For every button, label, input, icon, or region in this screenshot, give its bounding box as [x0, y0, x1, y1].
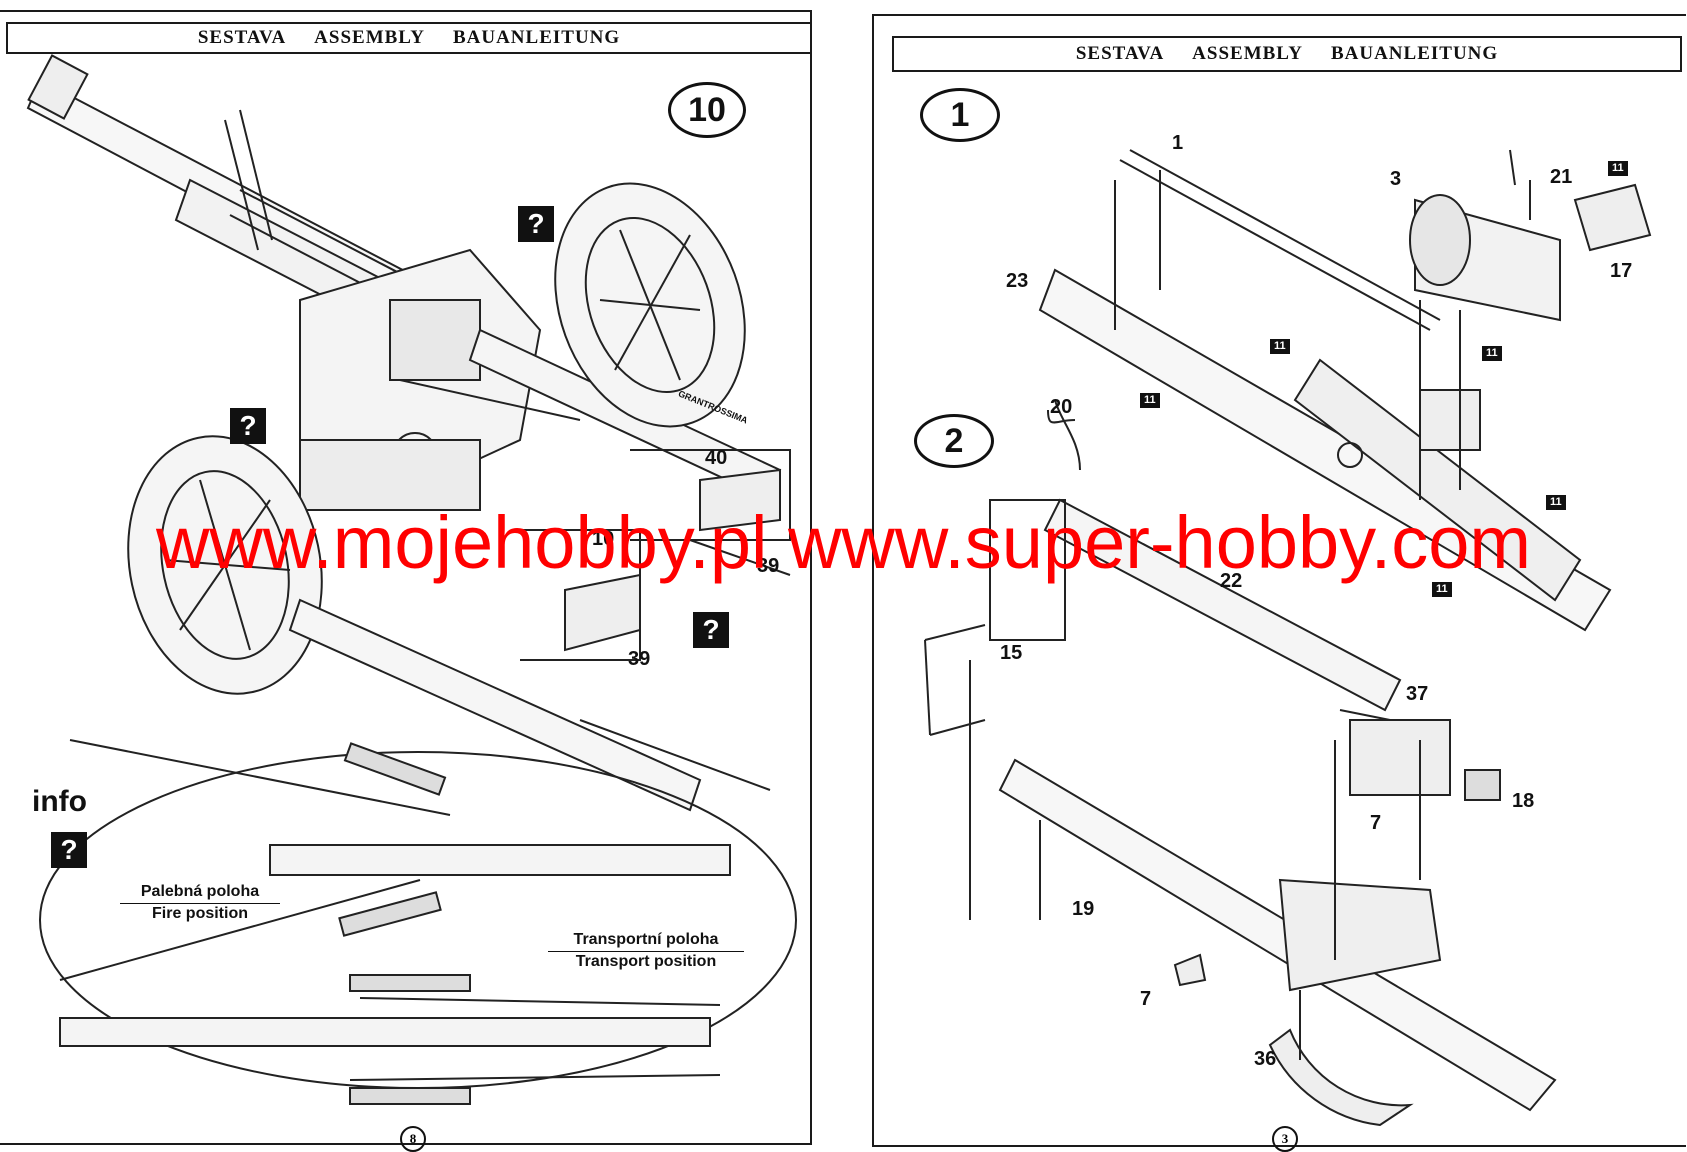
part-19-label: 19 [1072, 898, 1095, 920]
header-bauanleitung-right: BAUANLEITUNG [1330, 43, 1499, 64]
left-page-number: 8 [400, 1126, 426, 1152]
badge-11-d: 11 [1140, 393, 1160, 408]
trail-drawing [288, 598, 771, 812]
header-assembly: ASSEMBLY [314, 27, 425, 48]
right-page-number: 3 [1272, 1126, 1298, 1152]
transport-position-en: Transport position [575, 953, 717, 970]
question-icon-2: ? [230, 408, 266, 444]
assembly-arrows-step1 [1114, 170, 1531, 500]
step-10-number: 10 [668, 82, 746, 138]
question-icon-info: ? [51, 832, 87, 868]
fire-position-cz: Palebná poloha [120, 882, 280, 904]
badge-11-f: 11 [1432, 582, 1452, 597]
part-39-label-b: 39 [628, 648, 651, 670]
part-40-label: 40 [705, 447, 728, 469]
breech-assembly-drawing [299, 248, 782, 511]
badge-11-c: 11 [1482, 346, 1502, 361]
assembly-arrows-step2 [1039, 709, 1421, 1060]
step-2-number: 2 [914, 414, 994, 468]
badge-11-a: 11 [1608, 161, 1628, 176]
part-37-label: 37 [1406, 683, 1429, 705]
question-icon-1: ? [518, 206, 554, 242]
part-7-label-b: 7 [1140, 988, 1152, 1010]
part-18-label: 18 [1512, 790, 1535, 812]
part-23-label: 23 [1006, 270, 1029, 292]
part-10-label: 10 [592, 528, 615, 550]
info-label: info [32, 785, 87, 818]
part-22-label: 22 [1220, 570, 1243, 592]
part-7-label-a: 7 [1370, 812, 1382, 834]
badge-11-e: 11 [1546, 495, 1566, 510]
breech-block-drawing [1409, 149, 1652, 322]
cradle-assembly-drawing [998, 719, 1557, 1127]
part-3-label: 3 [1390, 168, 1402, 190]
right-header-bar: SESTAVA ASSEMBLY BAUANLEITUNG [892, 36, 1682, 72]
part-1-label: 1 [1172, 132, 1184, 154]
spade-parts-drawing [520, 449, 791, 661]
step-1-number: 1 [920, 88, 1000, 142]
right-wheel-drawing [554, 182, 746, 428]
transport-position-label: Transportní poloha Transport position [548, 930, 744, 972]
part-39-label-a: 39 [757, 555, 780, 577]
question-icon-3: ? [693, 612, 729, 648]
fire-position-drawing [59, 739, 731, 981]
header-assembly-right: ASSEMBLY [1192, 43, 1303, 64]
transport-position-drawing [59, 974, 721, 1105]
badge-11-b: 11 [1270, 339, 1290, 354]
header-sestava-right: SESTAVA [1075, 43, 1165, 64]
fire-position-label: Palebná poloha Fire position [120, 882, 280, 924]
part-36-label: 36 [1254, 1048, 1277, 1070]
handle-frame-drawing [924, 499, 1066, 920]
transport-position-cz: Transportní poloha [548, 930, 744, 952]
fire-position-en: Fire position [152, 905, 248, 922]
part-20-label: 20 [1050, 396, 1073, 418]
header-sestava: SESTAVA [197, 27, 287, 48]
left-header-bar: SESTAVA ASSEMBLY BAUANLEITUNG [6, 22, 812, 54]
left-wheel-drawing [127, 435, 323, 695]
part-17-label: 17 [1610, 260, 1633, 282]
header-bauanleitung: BAUANLEITUNG [452, 27, 621, 48]
part-15-label: 15 [1000, 642, 1023, 664]
recoil-cylinder-drawing [1043, 399, 1402, 712]
part-21-label: 21 [1550, 166, 1573, 188]
